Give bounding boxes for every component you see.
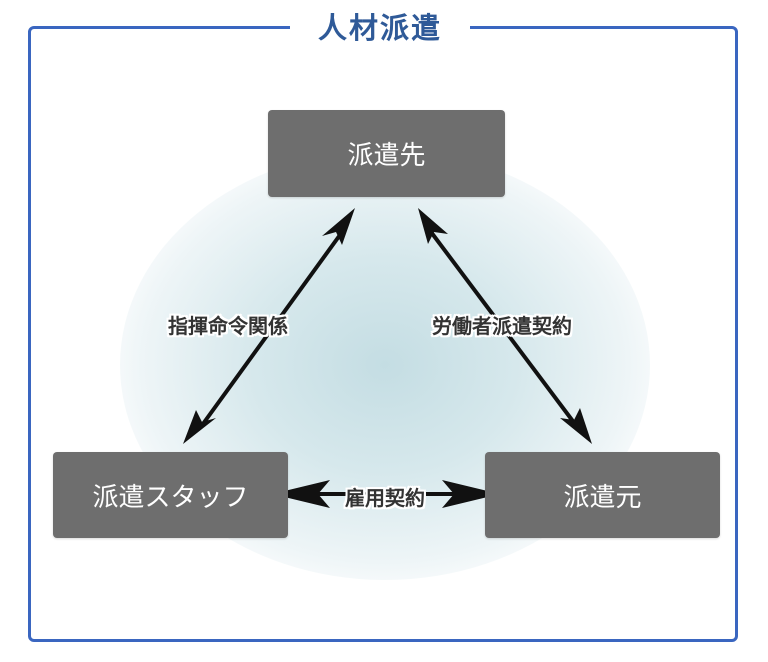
edge-label-employment-contract: 雇用契約	[345, 486, 425, 510]
arrowhead-up	[418, 208, 448, 244]
node-label: 派遣先	[347, 141, 426, 171]
node-label: 派遣スタッフ	[92, 482, 249, 513]
arrow-command-relation	[183, 208, 355, 444]
node-label: 派遣元	[563, 482, 642, 513]
arrowhead-up	[322, 208, 355, 245]
node-dispatched-staff: 派遣スタッフ	[53, 452, 288, 538]
title-container: 人材派遣	[290, 6, 470, 46]
arrowhead-left	[272, 480, 330, 508]
node-dispatch-agency: 派遣元	[485, 452, 720, 538]
diagram-title: 人材派遣	[317, 11, 442, 45]
arrow-line	[198, 226, 347, 430]
arrow-employment-contract	[272, 480, 500, 508]
arrowhead-down	[183, 410, 216, 444]
edge-label-command-relation: 指揮命令関係	[168, 314, 288, 338]
arrow-dispatch-contract	[418, 208, 592, 444]
arrowhead-right	[442, 480, 500, 508]
arrow-line	[426, 226, 580, 430]
edge-label-dispatch-contract: 労働者派遣契約	[432, 314, 572, 338]
arrowhead-down	[560, 408, 592, 444]
node-client-company: 派遣先	[268, 110, 505, 197]
